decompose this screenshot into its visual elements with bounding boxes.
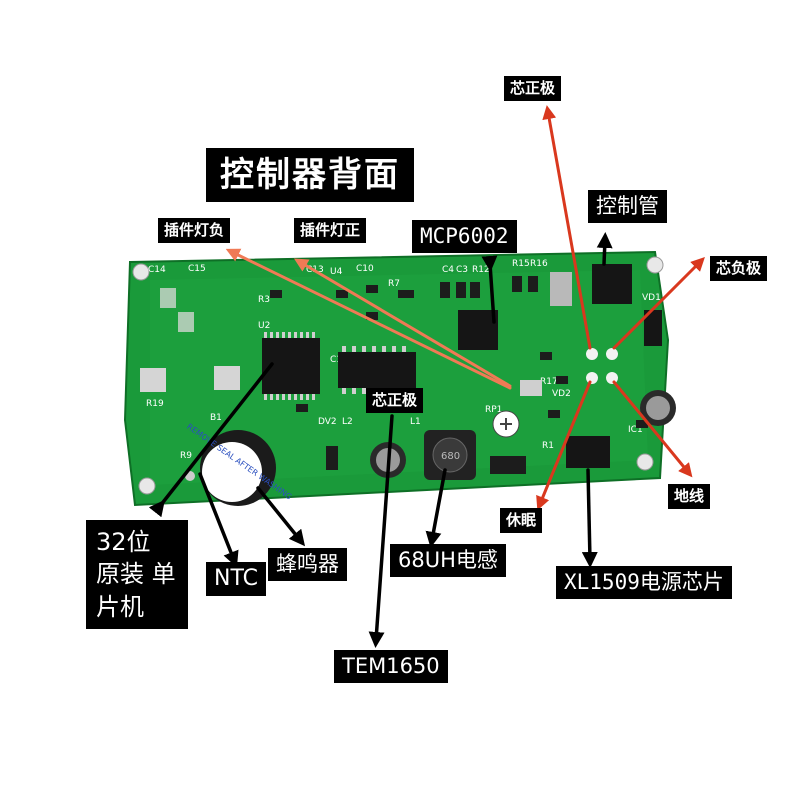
label-core-negative: 芯负极: [710, 256, 768, 281]
svg-text:U4: U4: [330, 267, 343, 277]
svg-text:C1: C1: [330, 355, 342, 365]
tm1650-chip: [338, 346, 416, 394]
label-control-transistor: 控制管: [588, 190, 667, 223]
svg-text:R9: R9: [180, 451, 192, 461]
svg-text:DV2: DV2: [318, 417, 337, 427]
xl1509-chip: [566, 436, 610, 468]
arrow-control-transistor: [596, 232, 613, 266]
svg-text:C10: C10: [356, 264, 374, 274]
label-tem1650: TEM1650: [334, 650, 448, 683]
svg-text:RP1: RP1: [485, 405, 502, 415]
label-inductor: 68UH电感: [390, 544, 506, 577]
label-xl1509: XL1509电源芯片: [556, 566, 732, 599]
arrow-ground: [612, 380, 693, 478]
label-ground: 地线: [668, 484, 711, 509]
svg-text:B1: B1: [210, 413, 222, 423]
label-sleep: 休眠: [500, 508, 543, 533]
arrow-lamp-negative: [225, 248, 512, 390]
label-mcp6002: MCP6002: [412, 220, 517, 253]
svg-text:U2: U2: [258, 321, 270, 331]
diagram-title: 控制器背面: [206, 148, 414, 202]
arrow-core-positive-top: [542, 105, 592, 350]
svg-text:IC1: IC1: [628, 425, 643, 435]
label-core-positive-top: 芯正极: [504, 76, 562, 101]
svg-text:VD2: VD2: [552, 389, 571, 399]
svg-text:L2: L2: [342, 417, 353, 427]
svg-text:C14: C14: [148, 265, 166, 275]
mcp6002-chip: [458, 310, 498, 350]
svg-text:R3: R3: [258, 295, 270, 305]
svg-text:R17: R17: [540, 377, 558, 387]
svg-text:C3: C3: [456, 265, 468, 275]
svg-text:C4: C4: [442, 265, 454, 275]
mcu-chip: [262, 332, 320, 400]
svg-text:R16: R16: [530, 259, 548, 269]
svg-text:VD1: VD1: [642, 293, 661, 303]
svg-text:R15: R15: [512, 259, 530, 269]
svg-text:C15: C15: [188, 264, 206, 274]
arrow-xl1509: [581, 468, 598, 568]
svg-text:R19: R19: [146, 399, 164, 409]
arrow-mcu: [148, 362, 274, 518]
arrow-sleep: [536, 380, 592, 511]
label-lamp-negative: 插件灯负: [158, 218, 231, 243]
arrow-lamp-positive: [293, 258, 512, 388]
arrow-inductor: [425, 468, 447, 548]
svg-text:R1: R1: [542, 441, 554, 451]
label-mcu: 32位 原装 单片机: [86, 520, 188, 630]
arrow-tem1650: [368, 414, 394, 648]
label-core-positive-mid: 芯正极: [366, 388, 424, 413]
arrow-mcp6002: [481, 255, 498, 324]
svg-text:R7: R7: [388, 279, 400, 289]
control-transistor: [592, 264, 632, 304]
inductor-68uh: 680: [424, 430, 476, 480]
arrow-ntc: [198, 472, 239, 568]
svg-text:L1: L1: [410, 417, 421, 427]
label-ntc: NTC: [206, 562, 266, 596]
label-lamp-positive: 插件灯正: [294, 218, 367, 243]
arrow-core-negative: [612, 257, 705, 350]
arrow-buzzer: [256, 486, 306, 547]
label-buzzer: 蜂鸣器: [268, 548, 347, 581]
svg-text:680: 680: [441, 451, 460, 462]
svg-text:R12: R12: [472, 265, 490, 275]
